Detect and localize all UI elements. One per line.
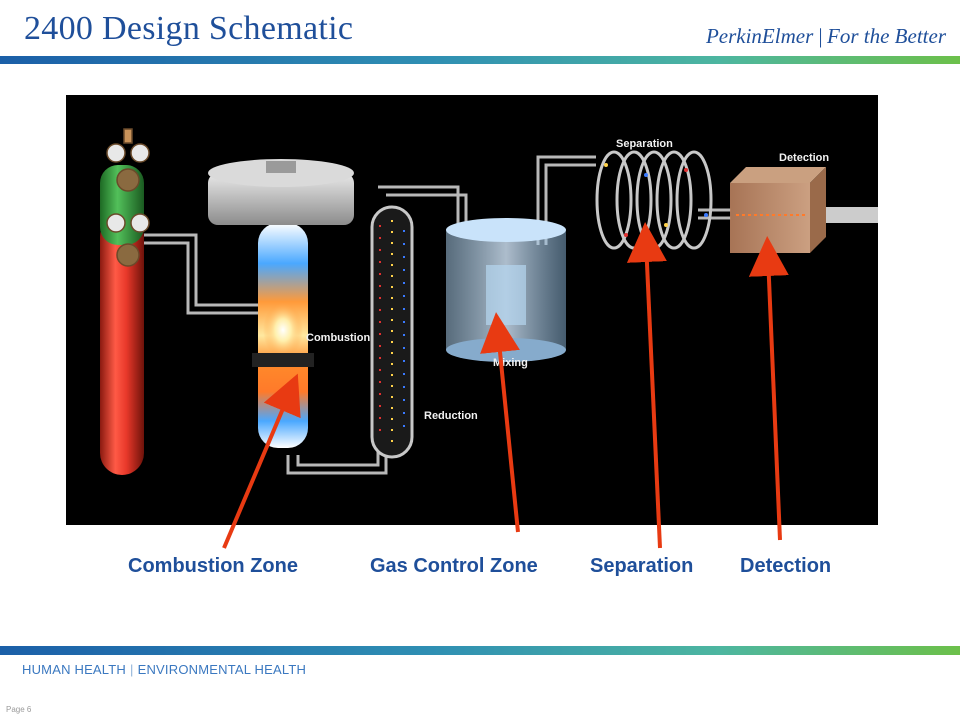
mixing-chamber xyxy=(446,218,566,362)
callout-separation: Separation xyxy=(590,555,694,577)
diagram-label-separation: Separation xyxy=(616,138,673,150)
callout-combustion-zone: Combustion Zone xyxy=(128,555,298,577)
footer-right: ENVIRONMENTAL HEALTH xyxy=(137,662,307,677)
brand-name: PerkinElmer xyxy=(705,24,814,48)
callout-gas-control-zone: Gas Control Zone xyxy=(370,555,538,577)
footer-separator: | xyxy=(130,662,134,677)
diagram-label-mixing: Mixing xyxy=(493,357,528,369)
diagram-label-detection: Detection xyxy=(779,152,829,164)
reduction-column xyxy=(370,205,414,459)
brand-logo: PerkinElmer|For the Better xyxy=(706,24,946,49)
callout-detection: Detection xyxy=(740,555,832,577)
detector-box xyxy=(730,167,878,253)
footer-gradient-bar xyxy=(0,646,960,655)
separation-coil xyxy=(595,150,713,250)
brand-tagline: For the Better xyxy=(827,24,946,48)
slide-title: 2400 Design Schematic xyxy=(24,10,354,47)
diagram-label-combustion: Combustion xyxy=(306,332,370,344)
footer-left: HUMAN HEALTH xyxy=(22,662,127,677)
schematic-diagram: Combustion Reduction Mixing Separation D… xyxy=(66,95,878,525)
brand-separator: | xyxy=(817,24,824,48)
page-number: Page 6 xyxy=(6,705,32,714)
footer-tagline: HUMAN HEALTH|ENVIRONMENTAL HEALTH xyxy=(22,662,306,677)
header-gradient-bar xyxy=(0,56,960,64)
diagram-label-reduction: Reduction xyxy=(424,410,478,422)
gas-tank xyxy=(100,128,150,475)
schematic-illustration: Combustion Reduction Mixing Separation D… xyxy=(100,128,878,475)
